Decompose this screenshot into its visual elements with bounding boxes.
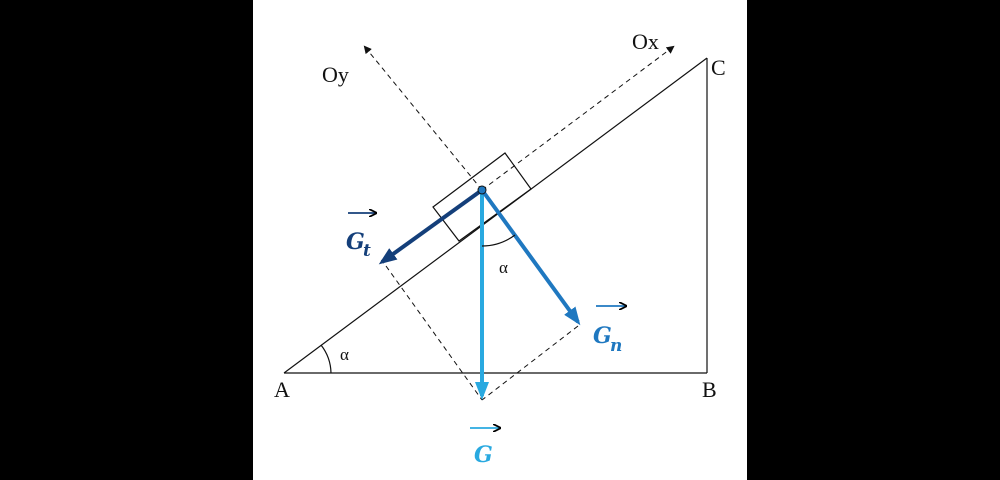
label-angle-a: α [340, 345, 349, 364]
angle-arc-gn [481, 234, 516, 247]
vector-gn-arrow [480, 188, 581, 326]
axis-oy-line [363, 45, 483, 191]
label-point-b: B [702, 377, 717, 402]
vector-gt-label: G t [346, 213, 376, 261]
vector-gt-arrow [378, 188, 484, 265]
axis-ox-line [481, 45, 675, 191]
construction-line-gt [385, 265, 483, 401]
vector-g-symbol: G [474, 442, 493, 468]
label-point-a: A [274, 377, 290, 402]
application-point [477, 185, 487, 195]
vector-gn-subscript: n [610, 336, 622, 356]
angle-arc-a [320, 344, 332, 374]
label-angle-gn: α [499, 258, 508, 277]
vector-g-label: G [470, 428, 500, 468]
label-axis-ox: Ox [632, 29, 659, 54]
label-point-c: C [711, 55, 726, 80]
block [432, 152, 532, 242]
diagram-canvas [253, 0, 747, 480]
label-axis-oy: Oy [322, 62, 349, 87]
incline-triangle [283, 57, 708, 374]
vector-gn-symbol: G [593, 323, 612, 349]
vector-gn-label: G n [593, 306, 626, 356]
hypotenuse-ac [283, 57, 708, 374]
construction-line-gn [481, 325, 579, 401]
left-letterbox [0, 0, 253, 480]
right-letterbox [747, 0, 1000, 480]
vector-gt-symbol: G [346, 229, 365, 255]
vector-gt-subscript: t [363, 241, 371, 261]
